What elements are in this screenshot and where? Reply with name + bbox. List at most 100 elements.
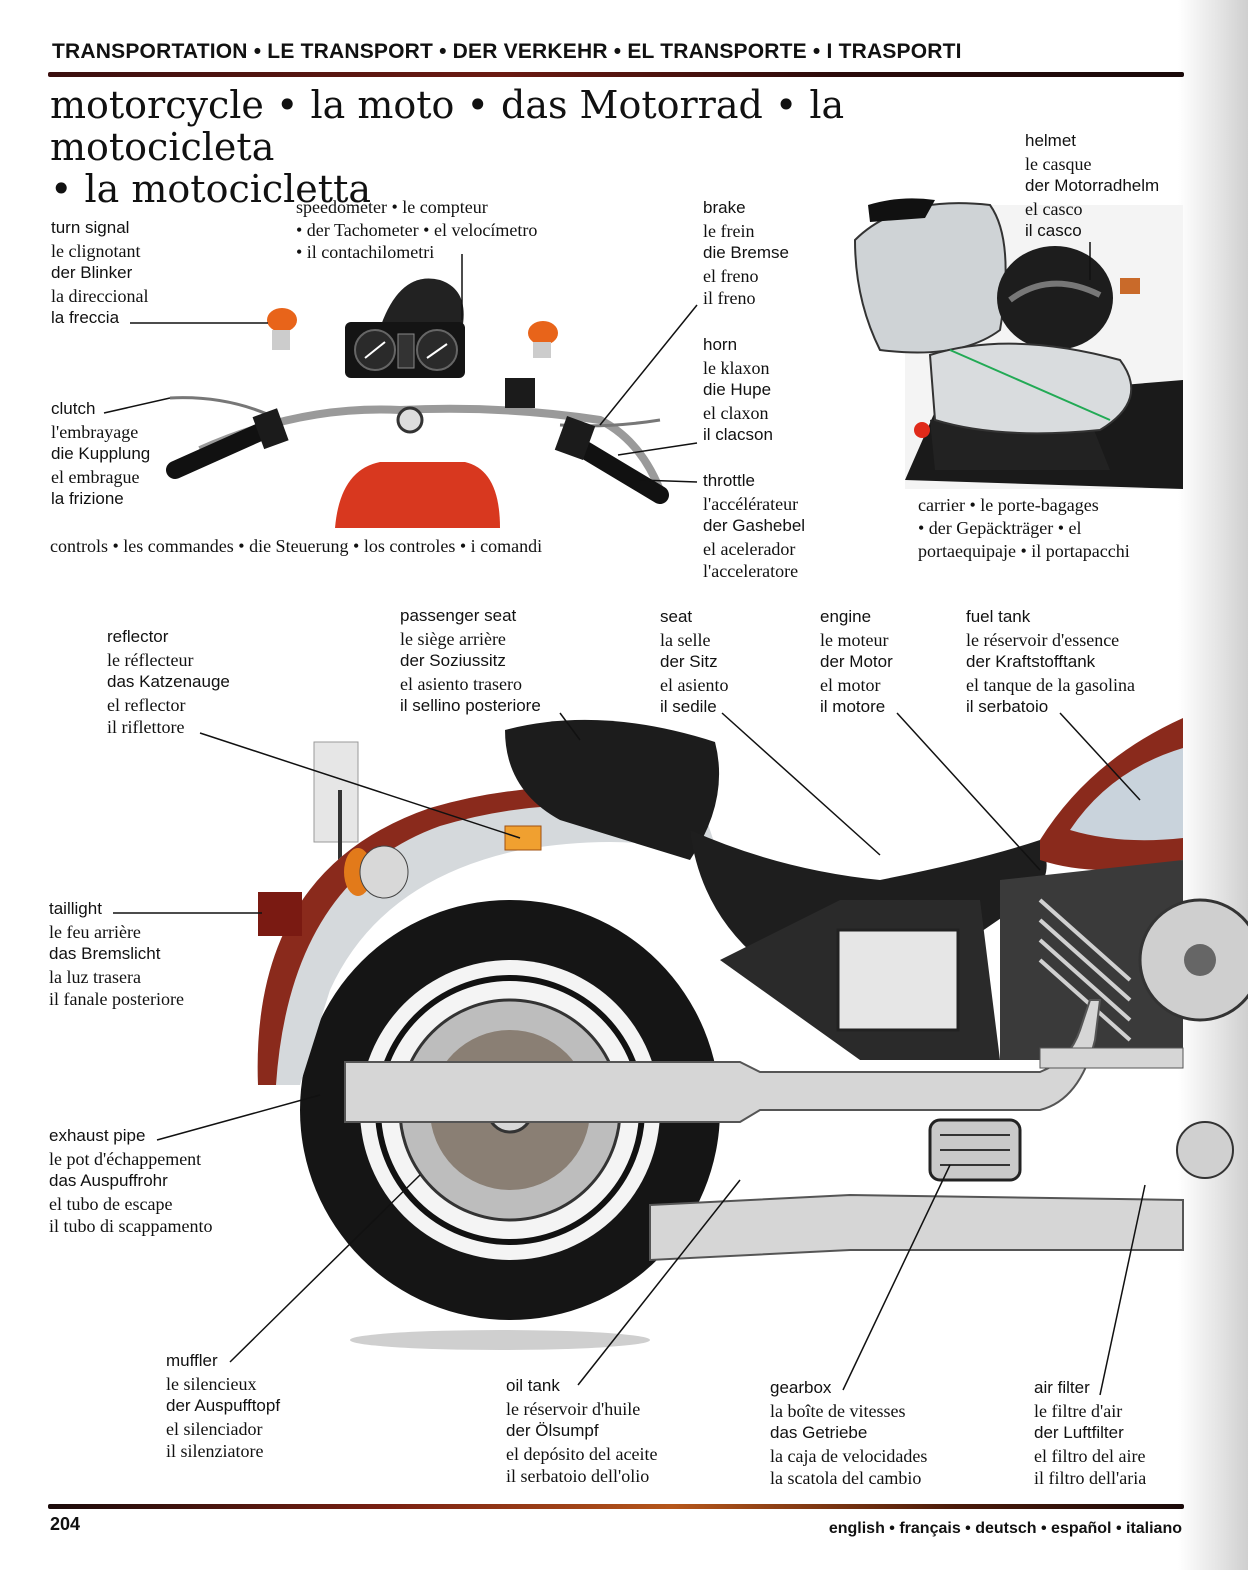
- term-fr: le moteur: [820, 629, 889, 650]
- term-fr: le réflecteur: [107, 649, 194, 670]
- page-number: 204: [50, 1514, 81, 1534]
- title-line-2: • la motocicletta: [50, 167, 371, 211]
- term-es: el claxon: [703, 402, 769, 423]
- header-rule: [48, 72, 1184, 77]
- label-throttle: throttle l'accélérateur der Gashebel el …: [703, 470, 805, 583]
- engine: [1000, 860, 1183, 1060]
- term-it: il freno: [703, 288, 756, 308]
- carrier-caption: carrier • le porte-bagages • der Gepäckt…: [918, 494, 1130, 563]
- lower-exhaust-pipe: [649, 1193, 1184, 1262]
- term-en: gearbox: [770, 1378, 832, 1397]
- term-fr: le réservoir d'essence: [966, 629, 1120, 650]
- term-fr: l'embrayage: [51, 421, 139, 442]
- term-de: der Motorradhelm: [1025, 176, 1160, 195]
- leader-lines: [113, 712, 1146, 1396]
- label-turn-signal: turn signal le clignotant der Blinker la…: [51, 217, 148, 330]
- helmet: [997, 246, 1113, 350]
- label-gearbox: gearbox la boîte de vitesses das Getrieb…: [770, 1377, 927, 1490]
- term-it: il clacson: [703, 425, 773, 444]
- term-es: el filtro del aire: [1034, 1445, 1146, 1466]
- controls-caption: controls • les commandes • die Steuerung…: [50, 536, 543, 556]
- term-de: das Bremslicht: [49, 944, 161, 963]
- term-it: il sedile: [660, 697, 717, 716]
- term-en: engine: [820, 607, 872, 626]
- term-de: der Gashebel: [703, 516, 806, 535]
- term-de: das Auspuffrohr: [49, 1171, 168, 1190]
- term-en: muffler: [166, 1351, 218, 1370]
- term-es: el silenciador: [166, 1418, 263, 1439]
- term-en: passenger seat: [400, 606, 517, 625]
- label-helmet: helmet le casque der Motorradhelm el cas…: [1025, 130, 1159, 243]
- term-en: throttle: [703, 471, 755, 490]
- term-de: das Getriebe: [770, 1423, 868, 1442]
- term-en: clutch: [51, 399, 96, 418]
- term-en: turn signal: [51, 218, 130, 237]
- term-de: der Ölsumpf: [506, 1421, 599, 1440]
- title-line-1: motorcycle • la moto • das Motorrad • la…: [50, 83, 845, 169]
- term-es: el embrague: [51, 466, 140, 487]
- label-speedometer: speedometer • le compteur • der Tachomet…: [296, 196, 537, 264]
- term-it: l'acceleratore: [703, 561, 799, 581]
- term-fr: l'accélérateur: [703, 493, 799, 514]
- term-it: la scatola del cambio: [770, 1468, 922, 1488]
- term-de: der Soziussitz: [400, 651, 506, 670]
- term-line: • der Tachometer • el velocímetro: [296, 219, 538, 240]
- term-fr: le réservoir d'huile: [506, 1398, 641, 1419]
- term-en: fuel tank: [966, 607, 1031, 626]
- oil-tank: [836, 928, 960, 1032]
- term-fr: la boîte de vitesses: [770, 1400, 906, 1421]
- term-en: oil tank: [506, 1376, 560, 1395]
- term-fr: le siège arrière: [400, 628, 506, 649]
- term-es: el asiento trasero: [400, 673, 522, 694]
- term-fr: le feu arrière: [49, 921, 141, 942]
- term-it: il fanale posteriore: [49, 989, 184, 1009]
- term-es: el tanque de la gasolina: [966, 674, 1135, 695]
- term-line: speedometer • le compteur: [296, 197, 488, 217]
- term-en: taillight: [49, 899, 102, 918]
- caption-line: • der Gepäckträger • el: [918, 518, 1082, 538]
- term-de: der Kraftstofftank: [966, 652, 1096, 671]
- term-de: der Auspufftopf: [166, 1396, 281, 1415]
- section-header: TRANSPORTATION • LE TRANSPORT • DER VERK…: [52, 40, 962, 63]
- motorcycle-side-view: [257, 718, 1248, 1350]
- term-it: la frizione: [51, 489, 124, 508]
- label-fuel-tank: fuel tank le réservoir d'essence der Kra…: [966, 606, 1135, 719]
- term-es: la luz trasera: [49, 966, 141, 987]
- turn-signal-left: [267, 308, 297, 332]
- label-muffler: muffler le silencieux der Auspufftopf el…: [166, 1350, 280, 1463]
- term-es: el freno: [703, 265, 759, 286]
- term-it: il sellino posteriore: [400, 696, 541, 715]
- label-engine: engine le moteur der Motor el motor il m…: [820, 606, 893, 719]
- page-title: motorcycle • la moto • das Motorrad • la…: [50, 84, 1010, 210]
- label-clutch: clutch l'embrayage die Kupplung el embra…: [51, 398, 150, 511]
- term-it: il silenziatore: [166, 1441, 264, 1461]
- term-es: el reflector: [107, 694, 186, 715]
- term-es: el motor: [820, 674, 881, 695]
- term-fr: le klaxon: [703, 357, 770, 378]
- term-de: die Bremse: [703, 243, 789, 262]
- term-it: il casco: [1025, 221, 1082, 240]
- term-fr: le casque: [1025, 153, 1092, 174]
- term-it: la freccia: [51, 308, 120, 327]
- label-reflector: reflector le réflecteur das Katzenauge e…: [107, 626, 230, 739]
- term-en: seat: [660, 607, 693, 626]
- term-fr: le clignotant: [51, 240, 141, 261]
- term-de: der Blinker: [51, 263, 133, 282]
- label-passenger-seat: passenger seat le siège arrière der Sozi…: [400, 605, 541, 718]
- term-es: el acelerador: [703, 538, 796, 559]
- term-fr: le filtre d'air: [1034, 1400, 1123, 1421]
- term-es: la caja de velocidades: [770, 1445, 928, 1466]
- term-en: reflector: [107, 627, 169, 646]
- term-fr: le frein: [703, 220, 755, 241]
- term-fr: le pot d'échappement: [49, 1148, 202, 1169]
- term-es: el depósito del aceite: [506, 1443, 658, 1464]
- taillight: [258, 892, 302, 936]
- page-edge-shadow: [1178, 0, 1248, 1570]
- label-horn: horn le klaxon die Hupe el claxon il cla…: [703, 334, 773, 447]
- term-es: el asiento: [660, 674, 729, 695]
- term-de: der Motor: [820, 652, 893, 671]
- passenger-seat: [505, 719, 720, 860]
- term-en: exhaust pipe: [49, 1126, 146, 1145]
- term-de: das Katzenauge: [107, 672, 230, 691]
